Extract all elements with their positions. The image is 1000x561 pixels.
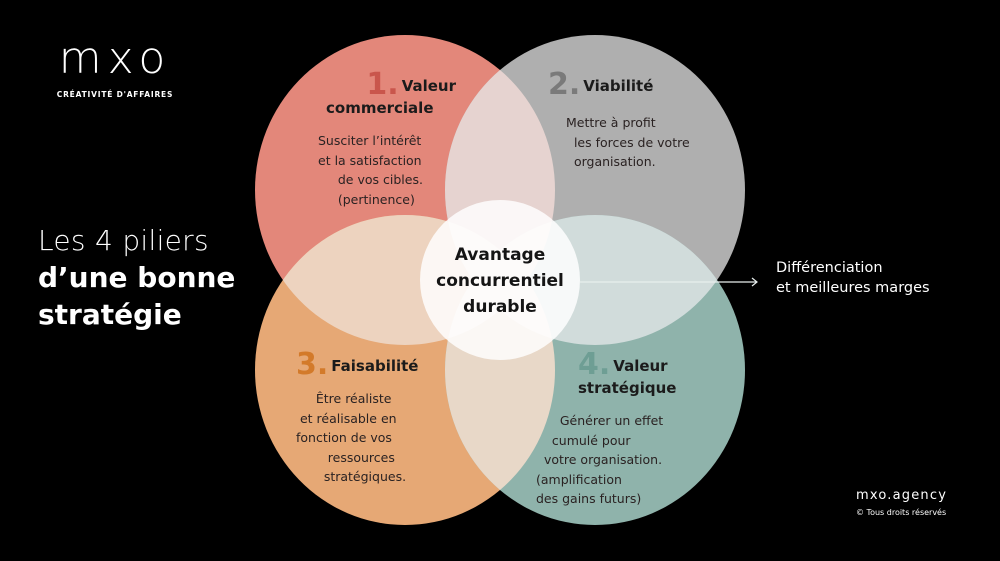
pillar-3-heading: 3.Faisabilité [296,347,419,382]
footer-rights: © Tous droits réservés [856,508,947,517]
pillar-1-description: Susciter l’intérêt et la satisfaction de… [318,133,423,207]
pillar-4-number: 4. [578,347,611,382]
pillar-3-description: Être réaliste et réalisable en fonction … [296,391,407,484]
pillar-4-heading: 4.Valeur stratégique [578,347,677,398]
title-line-3: stratégie [38,298,182,331]
center-label: Avantage concurrentiel durable [436,245,564,317]
footer: mxo.agency © Tous droits réservés [856,488,947,517]
outcome-label: Différenciation et meilleures marges [776,260,930,296]
pillar-4-description: Générer un effet cumulé pour votre organ… [536,413,664,506]
page-title: Les 4 piliers d’une bonne stratégie [38,222,235,333]
title-line-1: Les 4 piliers [38,224,209,257]
pillar-2-description: Mettre à profit les forces de votre orga… [566,115,690,169]
center-circle [420,200,580,360]
logo-tagline: CRÉATIVITÉ D'AFFAIRES [56,90,174,99]
brand-logo: mxo CRÉATIVITÉ D'AFFAIRES [40,33,190,100]
logo-wordmark: mxo [58,33,172,84]
pillar-2-heading: 2.Viabilité [548,67,654,102]
title-line-2: d’une bonne [38,261,236,294]
pillar-1-number: 1. [366,67,399,102]
arrow-icon [580,277,758,287]
pillar-2-number: 2. [548,67,581,102]
pillar-3-number: 3. [296,347,329,382]
pillar-1-heading: 1.Valeur commerciale [326,67,456,118]
footer-site: mxo.agency [856,488,948,503]
